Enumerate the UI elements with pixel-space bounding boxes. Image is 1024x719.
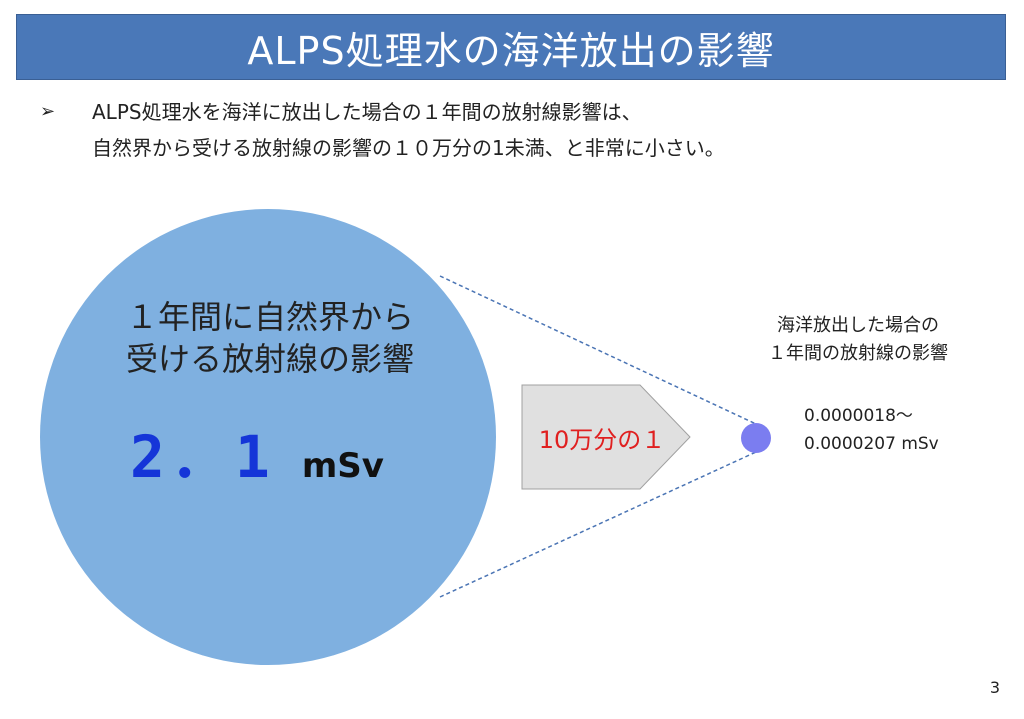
natural-radiation-circle: [40, 209, 496, 665]
connector-line-bottom: [439, 451, 757, 598]
ocean-release-value-line1: 0.0000018～: [804, 406, 913, 426]
title-bar: ALPS処理水の海洋放出の影響: [16, 14, 1006, 80]
bullet-text-line1: ALPS処理水を海洋に放出した場合の１年間の放射線影響は、: [92, 100, 642, 124]
natural-radiation-number: 2．1: [130, 423, 276, 491]
natural-radiation-label-line2: 受ける放射線の影響: [125, 340, 414, 378]
natural-radiation-unit: mSv: [301, 446, 384, 486]
bullet-arrow-icon: ➢: [40, 101, 56, 122]
page-number: 3: [989, 678, 1001, 697]
ratio-label: 10万分の１: [538, 426, 666, 454]
connector-line-top: [439, 275, 757, 425]
bullet-text-line2: 自然界から受ける放射線の影響の１０万分の1未満、と非常に小さい。: [92, 136, 725, 160]
natural-radiation-label: １年間に自然界から 受ける放射線の影響: [80, 296, 460, 380]
ocean-release-value-line2: 0.0000207 mSv: [804, 434, 939, 454]
natural-radiation-label-line1: １年間に自然界から: [125, 298, 414, 336]
ocean-release-label-line2: １年間の放射線の影響: [768, 343, 948, 364]
natural-radiation-value: 2．1 mSv: [130, 410, 450, 491]
ocean-release-label: 海洋放出した場合の １年間の放射線の影響: [728, 312, 988, 368]
page-title: ALPS処理水の海洋放出の影響: [247, 28, 775, 73]
ratio-arrow-shape: [521, 384, 691, 490]
ocean-release-value: 0.0000018～ 0.0000207 mSv: [804, 402, 1004, 458]
ocean-release-circle: [741, 423, 771, 453]
ocean-release-label-line1: 海洋放出した場合の: [777, 315, 939, 336]
